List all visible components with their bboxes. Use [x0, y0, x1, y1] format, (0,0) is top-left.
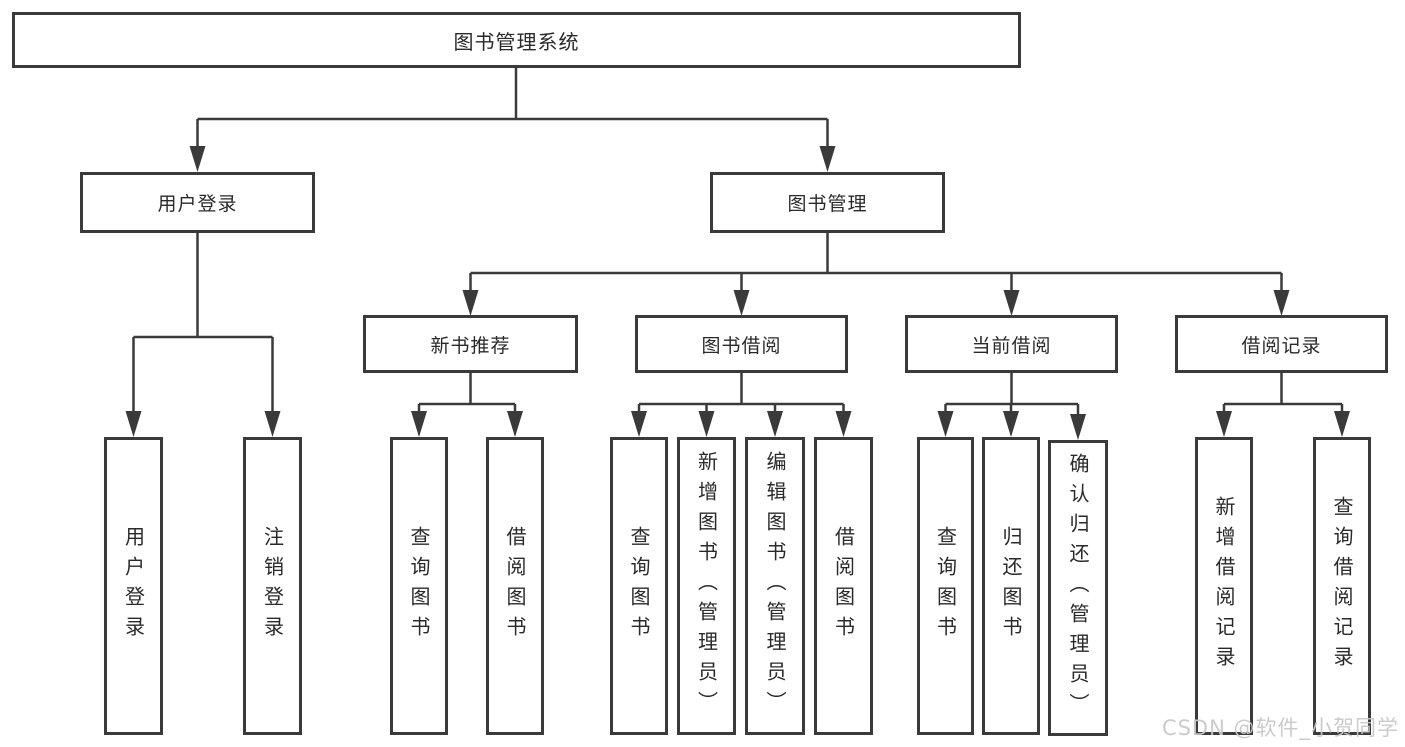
leaf-confirm-return-admin: 确认归还（管理员）	[1048, 440, 1108, 736]
leaf-user-login-label: 用户登录	[121, 526, 146, 646]
leaf-add-borrow-record-label: 新增借阅记录	[1212, 496, 1236, 676]
leaf-return-books: 归还图书	[982, 437, 1040, 735]
node-new-book-recommend-label: 新书推荐	[430, 334, 511, 357]
leaf-query-books-borrowing-label: 查询图书	[627, 526, 651, 646]
leaf-query-borrow-record: 查询借阅记录	[1313, 437, 1371, 735]
leaf-logout-label: 注销登录	[260, 526, 285, 646]
leaf-logout: 注销登录	[243, 437, 302, 735]
node-book-borrowing: 图书借阅	[635, 315, 848, 373]
leaf-query-books-current-label: 查询图书	[933, 526, 958, 646]
leaf-borrow-books-recommend-label: 借阅图书	[503, 526, 527, 646]
leaf-edit-books-admin: 编辑图书（管理员）	[745, 437, 805, 735]
leaf-borrow-books-recommend: 借阅图书	[486, 437, 544, 735]
node-book-borrowing-label: 图书借阅	[701, 334, 782, 357]
leaf-query-books-borrowing: 查询图书	[610, 437, 668, 735]
leaf-return-books-label: 归还图书	[999, 526, 1023, 646]
node-new-book-recommend: 新书推荐	[363, 315, 578, 373]
leaf-add-books-admin-label: 新增图书（管理员）	[694, 451, 719, 721]
leaf-borrow-books-label: 借阅图书	[831, 526, 856, 646]
node-root: 图书管理系统	[12, 12, 1021, 68]
node-borrowing-records-label: 借阅记录	[1241, 334, 1322, 357]
leaf-confirm-return-admin-label: 确认归还（管理员）	[1066, 453, 1090, 723]
leaf-query-books-recommend: 查询图书	[390, 437, 448, 735]
node-book-management-label: 图书管理	[787, 193, 868, 215]
node-borrowing-records: 借阅记录	[1175, 315, 1388, 373]
node-current-borrowing: 当前借阅	[905, 315, 1118, 373]
node-book-management: 图书管理	[710, 172, 945, 233]
leaf-add-books-admin: 新增图书（管理员）	[677, 437, 736, 735]
node-user-login-label: 用户登录	[157, 193, 238, 215]
leaf-query-books-current: 查询图书	[917, 437, 974, 735]
node-current-borrowing-label: 当前借阅	[971, 334, 1052, 357]
leaf-query-books-recommend-label: 查询图书	[407, 526, 431, 646]
tree-edges	[132, 68, 1344, 418]
leaf-user-login: 用户登录	[104, 437, 163, 735]
node-root-label: 图书管理系统	[453, 29, 580, 54]
leaf-add-borrow-record: 新增借阅记录	[1195, 437, 1253, 735]
arrowheads	[125, 146, 1350, 440]
node-user-login: 用户登录	[80, 172, 315, 233]
leaf-edit-books-admin-label: 编辑图书（管理员）	[763, 451, 787, 721]
csdn-watermark: CSDN @软件_小贺同学	[1161, 716, 1399, 740]
leaf-borrow-books: 借阅图书	[814, 437, 873, 735]
leaf-query-borrow-record-label: 查询借阅记录	[1330, 496, 1354, 676]
